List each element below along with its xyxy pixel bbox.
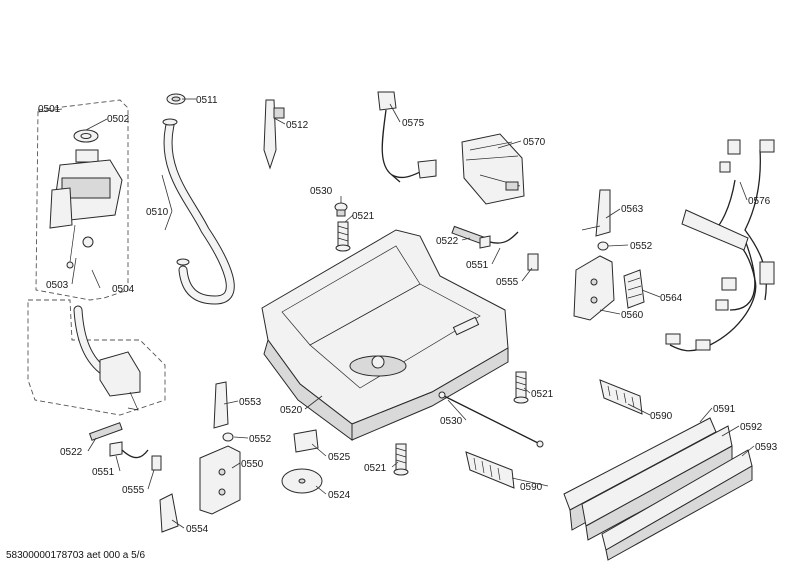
screw-0521-mid-part[interactable]: [513, 371, 529, 404]
cable-harness-part[interactable]: [665, 139, 775, 352]
label-0502[interactable]: 0502: [107, 114, 130, 125]
base-tub-part[interactable]: [261, 229, 509, 441]
heater-element-0522-right-part[interactable]: [451, 225, 519, 249]
label-0551-left[interactable]: 0551: [92, 467, 115, 478]
label-0524[interactable]: 0524: [328, 490, 351, 501]
screw-0521-bottom-part[interactable]: [393, 443, 409, 476]
label-0521-bottom[interactable]: 0521: [364, 463, 387, 474]
sensor-0555-right-part[interactable]: [527, 253, 539, 271]
label-0525[interactable]: 0525: [328, 452, 351, 463]
label-0511[interactable]: 0511: [196, 95, 218, 106]
label-0501[interactable]: 0501: [38, 104, 61, 115]
label-0592[interactable]: 0592: [740, 422, 763, 433]
label-0590-upper[interactable]: 0590: [650, 411, 673, 422]
label-0520[interactable]: 0520: [280, 405, 303, 416]
terminal-block-0564-part[interactable]: [623, 269, 645, 309]
washer-0552-left-part[interactable]: [222, 432, 234, 442]
label-0521-mid[interactable]: 0521: [531, 389, 554, 400]
bracket-0554-part[interactable]: [159, 493, 179, 533]
label-0590-lower[interactable]: 0590: [520, 482, 543, 493]
label-0593[interactable]: 0593: [755, 442, 778, 453]
label-0564[interactable]: 0564: [660, 293, 683, 304]
sensor-0555-left-part[interactable]: [151, 455, 162, 471]
label-0512[interactable]: 0512: [286, 120, 309, 131]
disc-0524-part[interactable]: [281, 468, 323, 494]
connector-0525-part[interactable]: [293, 429, 319, 453]
label-0522-right[interactable]: 0522: [436, 236, 459, 247]
label-0530-top[interactable]: 0530: [310, 186, 333, 197]
heater-element-0522-left-part[interactable]: [88, 422, 123, 441]
label-0575[interactable]: 0575: [402, 118, 425, 129]
hinge-bracket-0553-part[interactable]: [213, 381, 229, 429]
hinge-plate-0550-part[interactable]: [199, 445, 241, 515]
label-0530-bottom[interactable]: 0530: [440, 416, 463, 427]
screw-0530-top-part[interactable]: [334, 202, 348, 217]
part-labels: 0501 0502 0503 0504 0510 0511 0512 0575 …: [38, 95, 778, 535]
hinge-plate-0560-part[interactable]: [573, 255, 615, 321]
label-0554[interactable]: 0554: [186, 524, 209, 535]
label-0563[interactable]: 0563: [621, 204, 644, 215]
sensor-0551-left-part[interactable]: [109, 441, 149, 459]
assembly-0501-outline: [27, 99, 166, 416]
label-0570[interactable]: 0570: [523, 137, 546, 148]
rod-0530-part[interactable]: [438, 391, 544, 448]
hinge-bracket-0563-part[interactable]: [581, 189, 611, 237]
control-module-part[interactable]: [461, 133, 525, 205]
label-0552-left[interactable]: 0552: [249, 434, 272, 445]
leader-lines: [37, 98, 755, 529]
label-0576[interactable]: 0576: [748, 196, 771, 207]
label-0503[interactable]: 0503: [46, 280, 69, 291]
aquastop-valve-part[interactable]: [49, 129, 141, 411]
label-0510[interactable]: 0510: [146, 207, 169, 218]
label-0555-left[interactable]: 0555: [122, 485, 145, 496]
label-0504[interactable]: 0504: [112, 284, 135, 295]
label-0560[interactable]: 0560: [621, 310, 644, 321]
washer-0552-right-part[interactable]: [597, 241, 609, 251]
screw-0521-top-part[interactable]: [335, 221, 351, 252]
label-0521-top[interactable]: 0521: [352, 211, 375, 222]
drain-hose-part[interactable]: [162, 93, 235, 305]
label-0552-right[interactable]: 0552: [630, 241, 653, 252]
label-0591[interactable]: 0591: [713, 404, 736, 415]
foot-0590-upper-part[interactable]: [599, 379, 643, 415]
plinth-0592-part[interactable]: [581, 425, 733, 541]
clip-0512-part[interactable]: [263, 99, 285, 170]
label-0551-right[interactable]: 0551: [466, 260, 489, 271]
label-0553[interactable]: 0553: [239, 397, 262, 408]
plinth-0593-part[interactable]: [601, 449, 753, 561]
document-reference-code: 58300000178703 aet 000 a 5/6: [6, 550, 146, 561]
label-0522-left[interactable]: 0522: [60, 447, 83, 458]
label-0550[interactable]: 0550: [241, 459, 264, 470]
label-0555-right[interactable]: 0555: [496, 277, 519, 288]
foot-0590-lower-part[interactable]: [465, 451, 515, 489]
power-cable-part[interactable]: [377, 91, 437, 183]
